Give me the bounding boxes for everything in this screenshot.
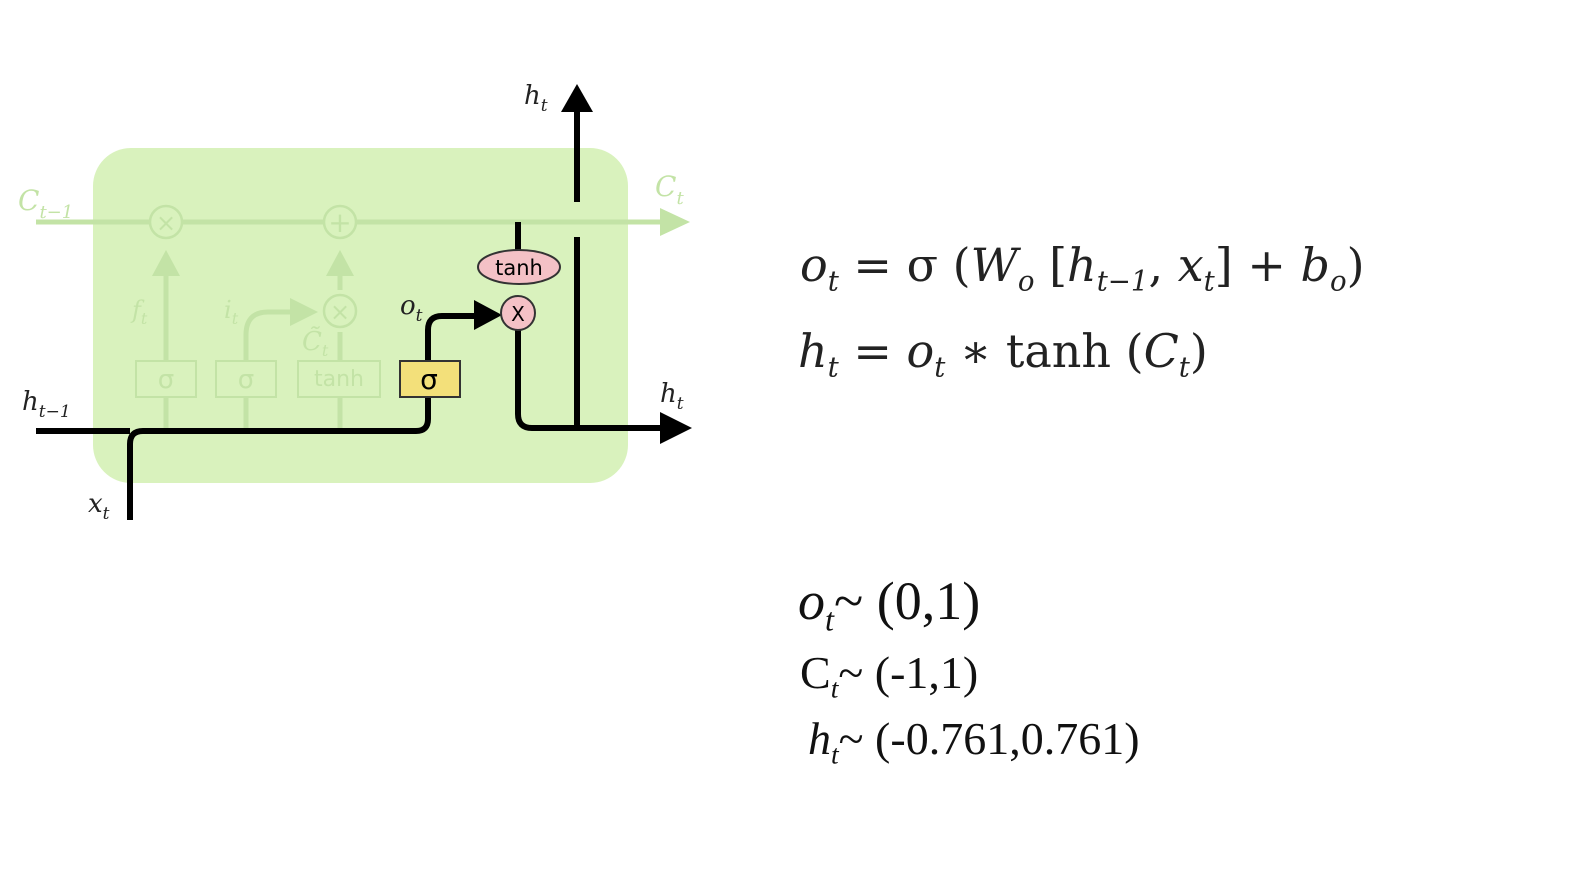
output-tanh-oval: [477, 249, 561, 285]
h-range-value: ~ (-0.761,0.761): [838, 713, 1140, 764]
o-gate-arrowhead: [474, 300, 502, 330]
eq1-h: h: [1067, 238, 1097, 292]
cell-background: [93, 148, 628, 483]
h-right-arrowhead: [660, 412, 692, 444]
h-range-var: h: [808, 713, 831, 764]
eq2-equals: =: [838, 324, 907, 378]
eq1-bracket-close: ] +: [1214, 238, 1301, 292]
eq1-h-sub: t−1: [1096, 264, 1149, 298]
c-range-sub: t: [830, 672, 839, 704]
eq1-b: b: [1300, 238, 1330, 292]
h-range-sub: t: [831, 738, 839, 770]
eq2-h: h: [798, 324, 828, 378]
c-tilde-label: C̃t: [302, 326, 329, 360]
h-range: ht~ (-0.761,0.761): [808, 712, 1140, 771]
output-tanh-label: tanh: [495, 256, 543, 280]
cell-add-op: [322, 204, 358, 240]
h-right-label: ht: [660, 379, 684, 414]
forget-multiply-op: [148, 204, 184, 240]
o-range-value: ~ (0,1): [834, 571, 981, 631]
h-prev-label: ht−1: [22, 387, 71, 422]
c-next-label: Ct: [655, 170, 684, 209]
eq2-tanh: ∗ tanh (: [945, 324, 1144, 378]
c-prev-label: Ct−1: [18, 184, 73, 223]
input-multiply-op: [322, 293, 358, 329]
c-range-value: ~ (-1,1): [838, 647, 979, 698]
eq1-x: x: [1177, 238, 1204, 292]
cell-state-arrowhead: [660, 208, 690, 236]
o-range-var: o: [798, 571, 825, 631]
candidate-tanh-box: [297, 360, 381, 398]
c-range: Ct~ (-1,1): [800, 646, 978, 705]
h-top-arrowhead: [561, 84, 593, 112]
eq2-c: C: [1143, 324, 1179, 378]
h-top-label: ht: [524, 81, 548, 116]
output-sigma-box: [399, 360, 461, 398]
x-input-label: xt: [88, 489, 110, 524]
eq1-w-sub: o: [1017, 264, 1035, 298]
input-sigma-label: σ: [238, 365, 254, 395]
cell-arrowhead: [326, 250, 354, 276]
cell-add-symbol: +: [328, 206, 351, 239]
i-gate-label: it: [224, 296, 239, 328]
input-sigma-box: [215, 360, 277, 398]
c-range-var: C: [800, 647, 831, 698]
eq1-bracket-open: [: [1034, 238, 1068, 292]
input-arrowhead: [290, 298, 318, 326]
eq2-close: ): [1189, 324, 1208, 378]
eq2-h-sub: t: [827, 350, 839, 384]
output-gate-equation: ot = σ (Wo [ht−1, xt] + bo): [800, 238, 1365, 298]
output-multiply-symbol: X: [511, 302, 525, 326]
eq1-b-sub: o: [1329, 264, 1347, 298]
eq1-comma: ,: [1148, 238, 1178, 292]
forget-multiply-symbol: ×: [156, 209, 176, 237]
eq1-x-sub: t: [1203, 264, 1215, 298]
hidden-state-equation: ht = ot ∗ tanh (Ct): [798, 324, 1208, 384]
forget-arrowhead: [152, 250, 180, 276]
eq1-o: o: [800, 238, 828, 292]
o-range: ot~ (0,1): [798, 570, 980, 639]
eq1-close: ): [1346, 238, 1365, 292]
forget-sigma-box: [135, 360, 197, 398]
o-range-sub: t: [825, 602, 834, 639]
active-paths: [36, 110, 668, 520]
eq1-sigma: = σ (: [838, 238, 971, 292]
output-sigma-label: σ: [420, 363, 438, 396]
eq2-c-sub: t: [1178, 350, 1190, 384]
output-multiply-op: [500, 295, 536, 331]
candidate-tanh-label: tanh: [314, 367, 364, 392]
forget-sigma-label: σ: [158, 365, 174, 395]
eq2-o-sub: t: [934, 350, 946, 384]
eq2-o: o: [906, 324, 935, 378]
lstm-output-gate-diagram: σ σ tanh × + × Ct−1 Ct ft it C̃t σ tanh …: [18, 81, 692, 524]
eq1-w: W: [970, 238, 1018, 292]
eq1-o-sub: t: [827, 264, 839, 298]
o-gate-label: ot: [400, 291, 423, 326]
input-multiply-symbol: ×: [330, 298, 350, 326]
